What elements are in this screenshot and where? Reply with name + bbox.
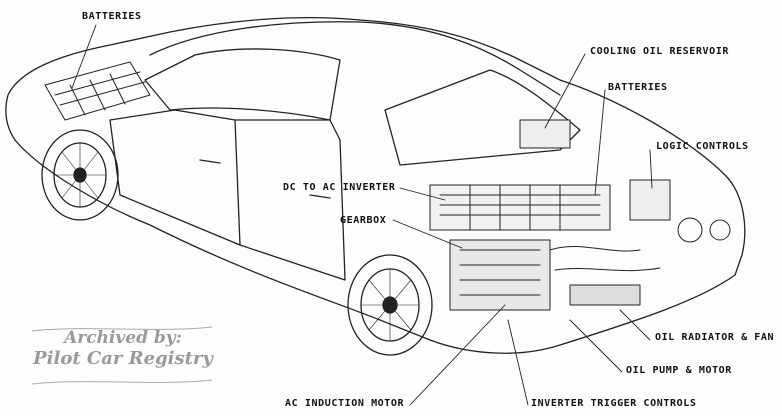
rear-door <box>234 119 346 281</box>
leader-batteries-rear <box>594 89 606 196</box>
label-oil-radiator-fan: OIL RADIATOR & FAN <box>655 332 775 343</box>
label-cooling-oil-reservoir: COOLING OIL RESERVOIR <box>590 46 730 57</box>
label-inverter-trigger-controls: INVERTER TRIGGER CONTROLS <box>531 398 697 409</box>
car-body-outline <box>5 17 746 354</box>
leader-cooling-oil-reservoir <box>544 53 586 129</box>
watermark-rule-top <box>31 326 213 332</box>
leader-dc-to-ac-inverter <box>399 187 446 201</box>
leader-inverter-trigger-controls <box>507 319 529 406</box>
leader-oil-pump-motor <box>569 319 623 373</box>
label-oil-pump-motor: OIL PUMP & MOTOR <box>626 365 732 376</box>
leader-logic-controls <box>649 149 653 189</box>
label-batteries-rear: BATTERIES <box>608 82 668 93</box>
front-wheel <box>41 129 119 221</box>
door-handle-front <box>199 159 221 164</box>
rear-window <box>384 69 581 166</box>
watermark-line-1: Archived by: <box>64 328 182 348</box>
front-door <box>109 109 241 246</box>
label-gearbox: GEARBOX <box>340 215 387 226</box>
rear-wheel <box>347 254 433 356</box>
leader-ac-induction-motor <box>409 304 506 406</box>
archive-watermark: Archived by: Pilot Car Registry <box>28 328 218 370</box>
leader-oil-radiator-fan <box>619 309 651 341</box>
rear-drivetrain-machinery <box>429 119 731 311</box>
watermark-line-2: Pilot Car Registry <box>33 348 213 369</box>
label-ac-induction-motor: AC INDUCTION MOTOR <box>285 398 405 409</box>
watermark-rule-bottom <box>31 379 213 385</box>
roof-line <box>149 21 561 96</box>
leader-gearbox <box>392 219 463 249</box>
door-handle-rear <box>309 194 331 199</box>
windshield <box>144 48 341 121</box>
leader-batteries-front <box>71 24 97 89</box>
label-batteries-front: BATTERIES <box>82 11 142 22</box>
label-dc-to-ac-inverter: DC TO AC INVERTER <box>283 182 396 193</box>
front-battery-pack <box>44 61 151 121</box>
leader-lines <box>71 24 653 406</box>
label-logic-controls: LOGIC CONTROLS <box>656 141 749 152</box>
